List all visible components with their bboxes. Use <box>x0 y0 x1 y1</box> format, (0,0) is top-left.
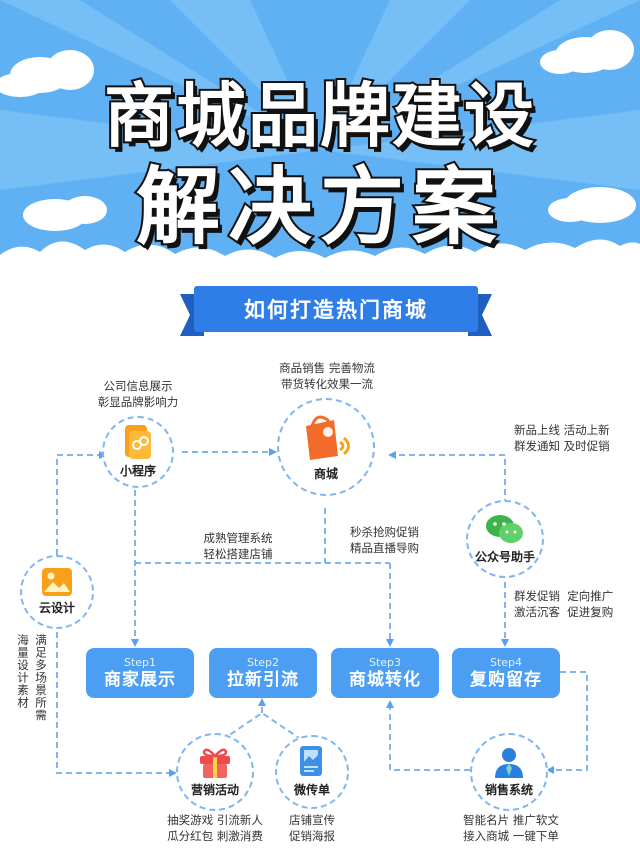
sky-rays <box>0 0 640 290</box>
salesperson-icon <box>495 748 523 778</box>
step-2-title: 拉新引流 <box>227 669 299 690</box>
cloud-design-note-col2: 海量设计素材 <box>16 634 30 709</box>
step-1[interactable]: Step1 商家展示 <box>86 648 194 698</box>
step-3-title: 商城转化 <box>349 669 421 690</box>
cloud-design-node[interactable]: 云设计 <box>20 555 94 629</box>
step-1-number: Step1 <box>123 655 157 669</box>
step-3-number: Step3 <box>368 655 402 669</box>
mall-note: 商品销售 完善物流 带货转化效果一流 <box>279 361 375 391</box>
mini-program-icon <box>125 425 151 459</box>
step-4-number: Step4 <box>489 655 523 669</box>
wechat-helper-note: 新品上线 活动上新 群发通知 及时促销 <box>514 423 610 453</box>
store-note: 成熟管理系统 轻松搭建店铺 <box>203 531 273 561</box>
sales-system-note: 智能名片 推广软文 接入商城 一键下单 <box>463 813 559 843</box>
step-2-number: Step2 <box>246 655 280 669</box>
cloud-design-note-col1: 满足多场景所需 <box>34 634 48 722</box>
micro-flyer-note: 店铺宣传 促销海报 <box>289 813 335 843</box>
mini-program-label: 小程序 <box>119 464 156 478</box>
mass-promo-note: 群发促销 定向推广 激活沉客 促进复购 <box>514 589 614 619</box>
shopping-bag-icon <box>306 415 350 460</box>
sales-system-node[interactable]: 销售系统 <box>470 733 548 811</box>
title-line-2: 解决方案 <box>134 156 504 258</box>
header-sky: 商城品牌建设 解决方案 <box>0 0 640 290</box>
cloud-design-label: 云设计 <box>38 601 75 615</box>
banner-title: 如何打造热门商城 <box>194 286 478 332</box>
mall-label: 商城 <box>313 467 338 481</box>
mall-node[interactable]: 商城 <box>277 398 375 496</box>
section-banner: 如何打造热门商城 <box>180 280 492 336</box>
step-4-title: 复购留存 <box>470 669 542 690</box>
mini-program-note: 公司信息展示 彰显品牌影响力 <box>97 379 179 409</box>
sales-system-label: 销售系统 <box>484 783 533 797</box>
step-1-title: 商家展示 <box>104 669 176 690</box>
micro-flyer-label: 微传单 <box>293 783 330 797</box>
mini-program-node[interactable]: 小程序 <box>102 416 174 488</box>
gift-icon <box>200 748 230 778</box>
wechat-helper-label: 公众号助手 <box>474 550 535 564</box>
flash-sale-note: 秒杀抢购促销 精品直播导购 <box>350 525 419 555</box>
flyer-icon <box>300 746 322 776</box>
step-2[interactable]: Step2 拉新引流 <box>209 648 317 698</box>
wechat-helper-node[interactable]: 公众号助手 <box>466 500 544 578</box>
micro-flyer-node[interactable]: 微传单 <box>275 735 349 809</box>
marketing-label: 营销活动 <box>190 783 239 797</box>
marketing-node[interactable]: 营销活动 <box>176 733 254 811</box>
image-icon <box>42 568 72 596</box>
step-4[interactable]: Step4 复购留存 <box>452 648 560 698</box>
marketing-note: 抽奖游戏 引流新人 瓜分红包 刺激消费 <box>167 813 263 843</box>
wechat-icon <box>486 515 523 543</box>
step-3[interactable]: Step3 商城转化 <box>331 648 439 698</box>
title-line-1: 商城品牌建设 <box>102 73 536 159</box>
